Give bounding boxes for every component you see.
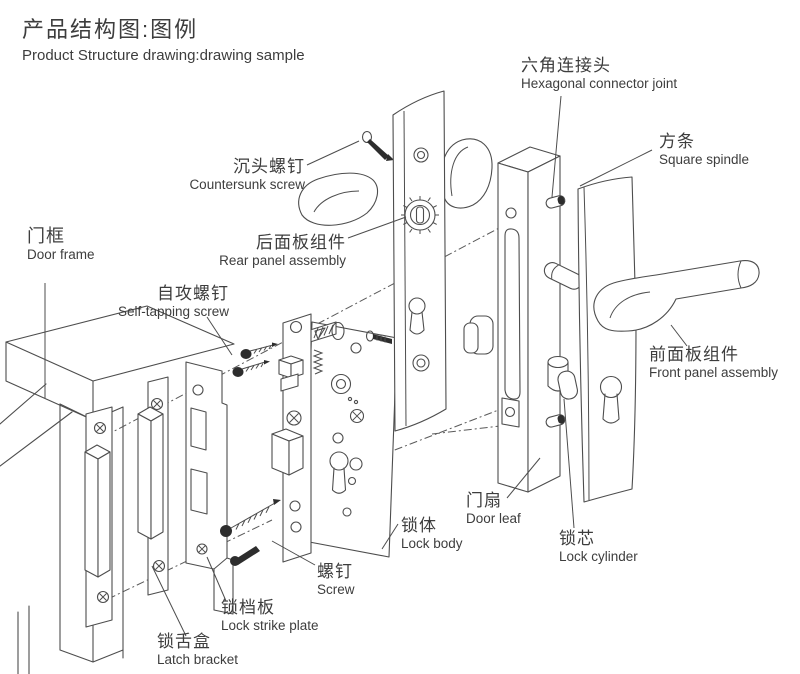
- self-tapping-screw-icon: [232, 342, 278, 377]
- label-lock-body-zh: 锁体: [401, 516, 437, 535]
- label-latch-bracket-zh: 锁舌盒: [157, 632, 211, 651]
- label-countersunk-zh: 沉头螺钉: [233, 157, 305, 176]
- label-rear-panel-en: Rear panel assembly: [219, 253, 346, 269]
- label-latch-bracket-en: Latch bracket: [157, 652, 239, 668]
- label-door-frame-zh: 门框: [27, 226, 65, 246]
- label-latch-bracket: 锁舌盒 Latch bracket: [157, 632, 238, 667]
- label-hex-joint-en: Hexagonal connector joint: [521, 76, 678, 92]
- label-door-leaf-zh: 门扇: [466, 491, 502, 510]
- mounting-screw-icon: [220, 499, 281, 566]
- label-door-frame-en: Door frame: [27, 247, 95, 263]
- label-front-panel: 前面板组件 Front panel assembly: [649, 345, 778, 380]
- label-strike-plate-en: Lock strike plate: [221, 618, 319, 634]
- spindle-hub-drawing: [463, 315, 494, 355]
- label-countersunk-screw: 沉头螺钉 Countersunk screw: [189, 157, 305, 192]
- latch-bracket-drawing-2: [137, 376, 169, 596]
- label-door-frame: 门框 Door frame: [27, 226, 95, 262]
- label-square-spindle: 方条 Square spindle: [659, 132, 749, 167]
- countersunk-screw-icon: [361, 130, 394, 161]
- label-door-leaf: 门扇 Door leaf: [466, 491, 521, 526]
- label-square-spindle-zh: 方条: [659, 132, 695, 151]
- label-lock-cylinder-en: Lock cylinder: [559, 549, 638, 565]
- front-panel-drawing: [577, 176, 760, 503]
- label-self-tapping-en: Self-tapping screw: [117, 304, 229, 320]
- rear-panel-drawing: [298, 90, 493, 432]
- label-rear-panel-zh: 后面板组件: [256, 233, 346, 252]
- lock-body-drawing: [271, 313, 398, 563]
- latch-bracket-drawing: [84, 406, 113, 628]
- label-front-panel-zh: 前面板组件: [649, 345, 739, 364]
- door-leaf-drawing: [497, 146, 561, 493]
- label-screw-zh: 螺钉: [317, 562, 353, 581]
- label-self-tapping-zh: 自攻螺钉: [157, 284, 229, 303]
- label-front-panel-en: Front panel assembly: [649, 365, 779, 381]
- strike-plate-drawing: [185, 361, 234, 615]
- lock-cylinder-drawing: [547, 355, 579, 400]
- label-door-leaf-en: Door leaf: [466, 511, 521, 527]
- leader-lines: [44, 95, 688, 637]
- hex-connector-pin-icon: [545, 195, 566, 428]
- label-square-spindle-en: Square spindle: [659, 152, 750, 168]
- label-hex-joint: 六角连接头 Hexagonal connector joint: [521, 56, 677, 91]
- label-lock-body: 锁体 Lock body: [401, 516, 463, 551]
- label-rear-panel: 后面板组件 Rear panel assembly: [219, 233, 346, 268]
- screw-icon: [365, 330, 392, 344]
- label-lock-cylinder: 锁芯 Lock cylinder: [559, 529, 638, 564]
- label-strike-plate: 锁档板 Lock strike plate: [221, 598, 319, 633]
- page-title: 产品结构图:图例 Product Structure drawing:drawi…: [22, 12, 305, 64]
- title-chinese: 产品结构图:图例: [22, 17, 199, 42]
- label-lock-body-en: Lock body: [401, 536, 463, 552]
- label-screw-en: Screw: [317, 582, 355, 598]
- label-strike-plate-zh: 锁档板: [221, 598, 275, 617]
- label-lock-cylinder-zh: 锁芯: [559, 529, 595, 548]
- label-screw: 螺钉 Screw: [317, 562, 355, 597]
- title-english: Product Structure drawing:drawing sample: [22, 47, 305, 64]
- label-hex-joint-zh: 六角连接头: [521, 56, 611, 75]
- label-countersunk-en: Countersunk screw: [189, 177, 305, 193]
- label-self-tapping-screw: 自攻螺钉 Self-tapping screw: [118, 284, 229, 319]
